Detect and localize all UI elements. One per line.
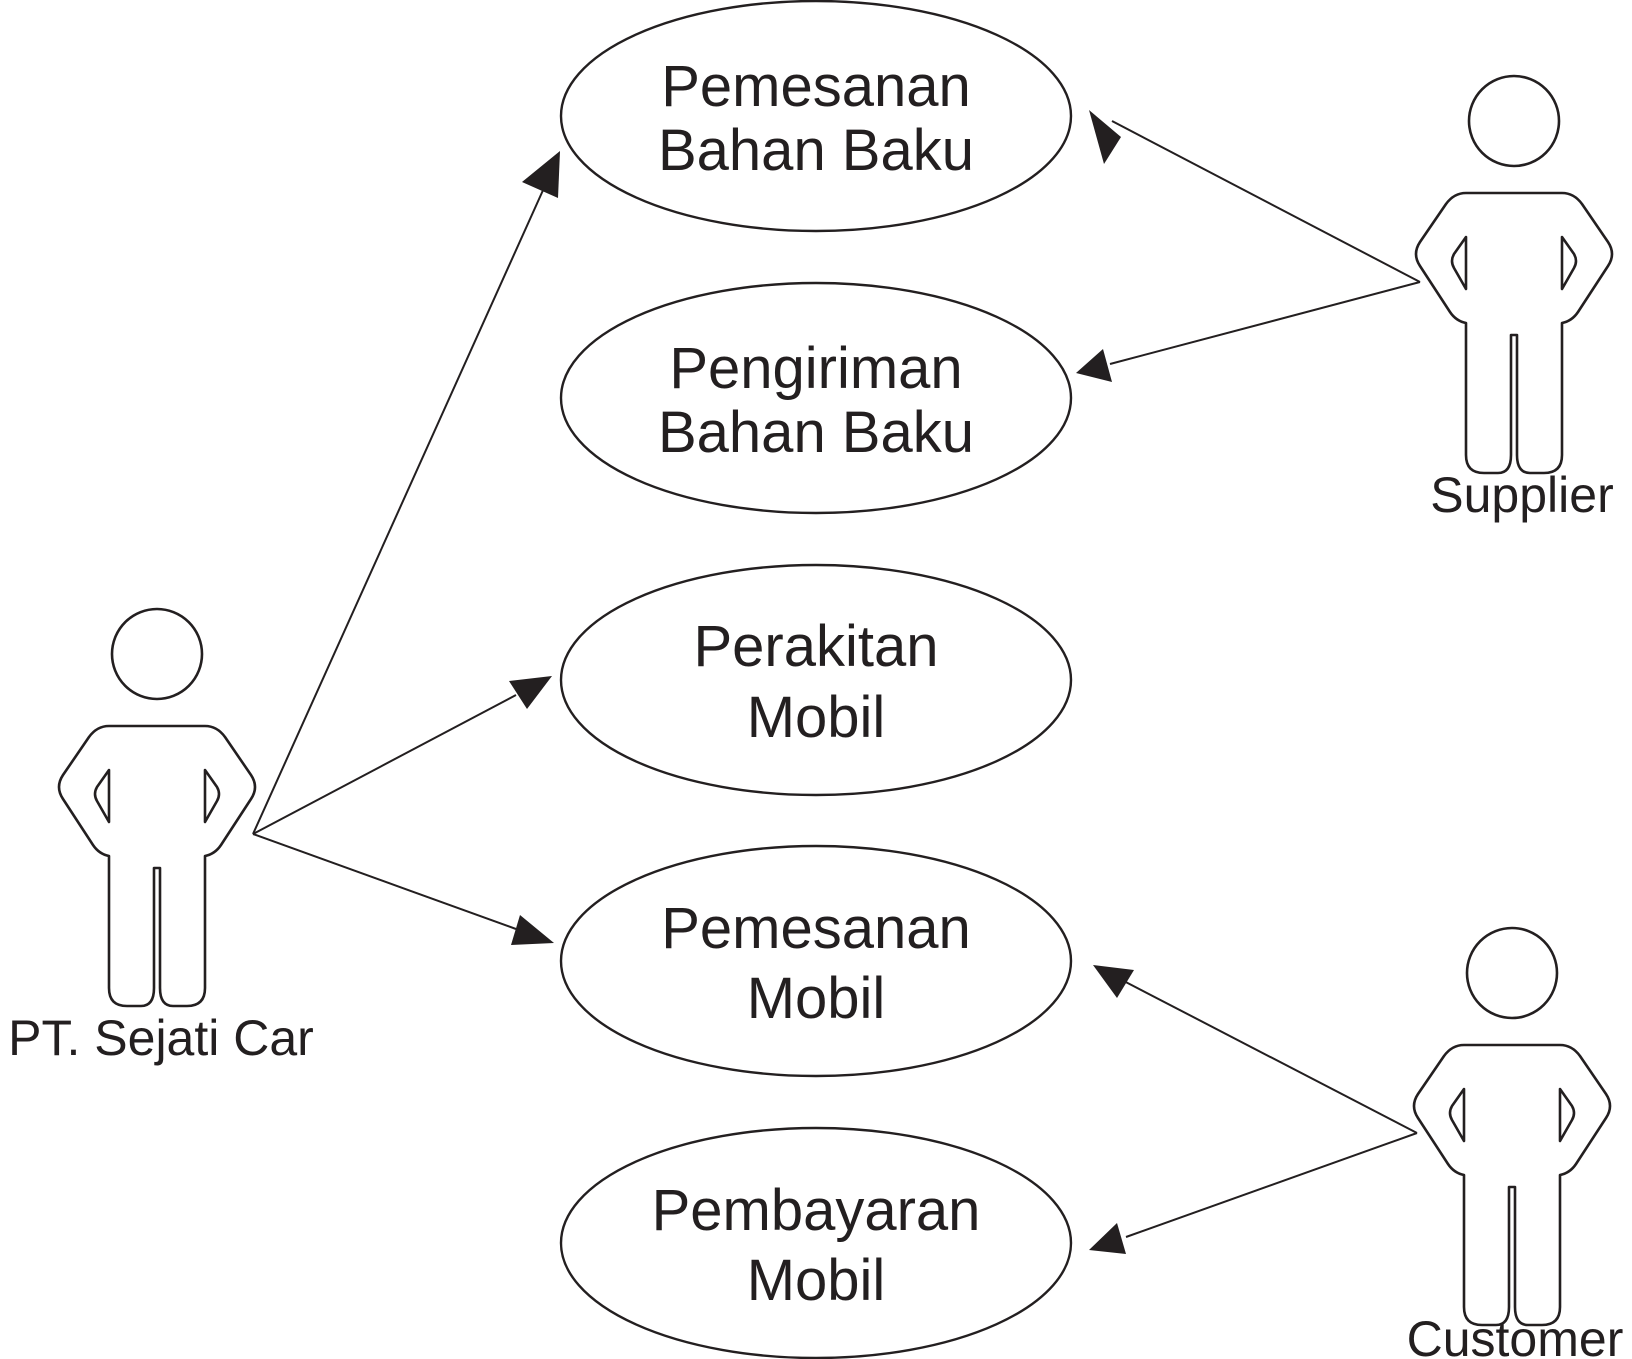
use-case-label-line-1: Pembayaran: [652, 1178, 981, 1243]
stick-figure-icon: [1414, 74, 1614, 475]
use-case-pembayaran-mobil: Pembayaran Mobil: [559, 1126, 1073, 1359]
association-pt-sejati-car-to-perakitan-mobil: [252, 676, 552, 835]
actor-label: Customer: [1407, 1311, 1624, 1359]
use-case-label-line-2: Mobil: [747, 1248, 886, 1313]
actor-pt-sejati-car: PT. Sejati Car: [8, 607, 314, 1066]
use-case-pemesanan-bahan-baku: Pemesanan Bahan Baku: [559, 0, 1073, 233]
use-case-label-line-2: Bahan Baku: [658, 118, 974, 183]
association-customer-to-pemesanan-mobil: [1093, 965, 1418, 1134]
association-pt-sejati-car-to-pemesanan-mobil: [252, 833, 554, 945]
actor-customer: Customer: [1407, 926, 1624, 1359]
actor-label: PT. Sejati Car: [8, 1010, 314, 1066]
use-case-label-line-1: Pemesanan: [661, 896, 971, 961]
association-supplier-to-pengiriman-bahan-baku: [1076, 281, 1421, 382]
use-case-label-line-1: Pengiriman: [669, 336, 962, 401]
use-case-pengiriman-bahan-baku: Pengiriman Bahan Baku: [559, 281, 1073, 515]
stick-figure-icon: [57, 607, 257, 1008]
association-customer-to-pembayaran-mobil: [1089, 1132, 1418, 1254]
use-case-label-line-2: Bahan Baku: [658, 400, 974, 465]
actor-label: Supplier: [1430, 467, 1613, 523]
use-case-pemesanan-mobil: Pemesanan Mobil: [559, 844, 1073, 1078]
use-case-label-line-1: Perakitan: [693, 614, 938, 679]
use-case-perakitan-mobil: Perakitan Mobil: [559, 563, 1073, 797]
use-case-label-line-2: Mobil: [747, 685, 886, 750]
actor-supplier: Supplier: [1414, 74, 1614, 523]
stick-figure-icon: [1412, 926, 1612, 1327]
use-case-label-line-1: Pemesanan: [661, 54, 971, 119]
association-supplier-to-pemesanan-bahan-baku: [1089, 110, 1421, 283]
associations: [252, 110, 1421, 1254]
use-case-label-line-2: Mobil: [747, 966, 886, 1031]
association-pt-sejati-car-to-pemesanan-bahan-baku: [252, 151, 560, 835]
